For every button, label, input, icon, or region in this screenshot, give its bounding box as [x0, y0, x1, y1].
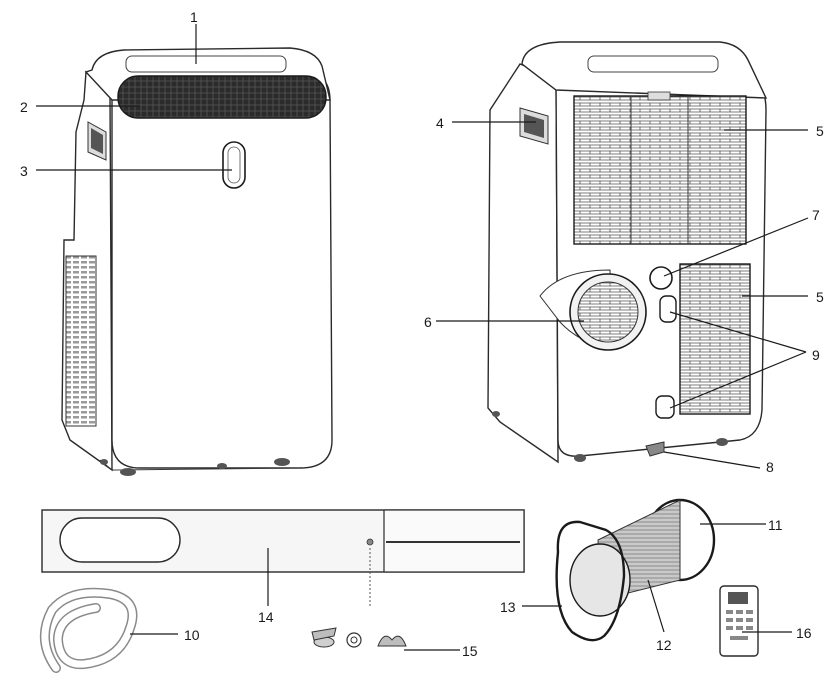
callout-labels: 1 2 3 4 5 5 6 7 8 9 10 11 12 13 14 15 16: [20, 9, 824, 659]
window-adaptor-frame: [555, 520, 626, 642]
callout-5b: 5: [816, 289, 824, 305]
drain-outlet-upper: [659, 295, 677, 323]
remote-control: [719, 585, 759, 657]
callout-10: 10: [184, 627, 200, 643]
callout-3: 3: [20, 163, 28, 179]
power-cord-socket: [649, 266, 673, 290]
screw-set: [311, 627, 407, 648]
upper-air-filter: [573, 95, 747, 245]
callout-2: 2: [20, 99, 28, 115]
rear-unit: [487, 41, 768, 464]
front-side-vents: [65, 255, 97, 427]
callout-15: 15: [462, 643, 478, 659]
callout-12: 12: [656, 637, 672, 653]
callout-13: 13: [500, 599, 516, 615]
exhaust-hose-assembly: [555, 498, 716, 642]
callout-6: 6: [424, 314, 432, 330]
lower-air-filter: [679, 263, 751, 415]
callout-5a: 5: [816, 123, 824, 139]
leader-lines: [36, 24, 809, 651]
callout-8: 8: [766, 459, 774, 475]
window-slider-kit: [41, 509, 525, 606]
callout-11: 11: [768, 517, 783, 533]
callout-9: 9: [812, 347, 820, 363]
callout-4: 4: [436, 115, 444, 131]
top-air-outlet-grille: [117, 75, 327, 119]
callout-7: 7: [812, 207, 820, 223]
front-unit: [61, 47, 333, 476]
control-panel: [222, 141, 246, 189]
callout-16: 16: [796, 625, 812, 641]
callout-1: 1: [190, 9, 198, 25]
callout-14: 14: [258, 609, 274, 625]
drain-hose: [39, 587, 138, 673]
